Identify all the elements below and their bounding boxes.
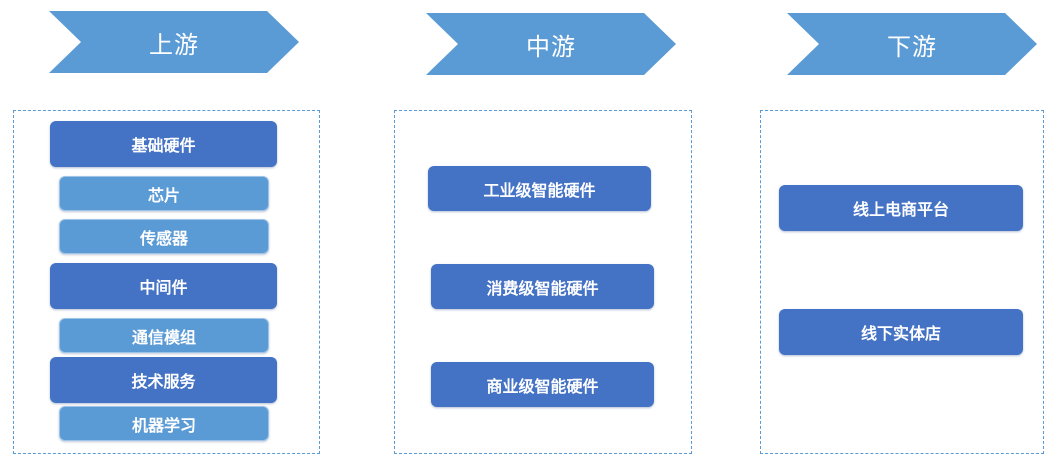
stage-upstream: 上游 xyxy=(49,11,299,73)
upstream-item-machine-learning: 机器学习 xyxy=(59,406,269,441)
downstream-item-online: 线上电商平台 xyxy=(779,185,1023,231)
downstream-item-offline: 线下实体店 xyxy=(779,309,1023,355)
upstream-item-comm-module: 通信模组 xyxy=(59,318,269,353)
chevron-shape-downstream xyxy=(787,13,1037,75)
chevron-shape-midstream xyxy=(426,13,676,75)
stage-label-midstream: 中游 xyxy=(526,32,576,61)
upstream-panel xyxy=(13,110,320,454)
upstream-item-basic-hardware: 基础硬件 xyxy=(50,121,277,167)
chevron-shape-upstream xyxy=(49,11,299,73)
midstream-item-commercial: 商业级智能硬件 xyxy=(431,362,654,407)
upstream-item-middleware: 中间件 xyxy=(50,263,277,309)
midstream-item-industrial: 工业级智能硬件 xyxy=(428,166,651,211)
midstream-item-consumer: 消费级智能硬件 xyxy=(431,264,654,309)
downstream-panel xyxy=(760,110,1044,454)
stage-label-upstream: 上游 xyxy=(149,30,199,59)
midstream-panel xyxy=(394,110,692,454)
upstream-item-tech-service: 技术服务 xyxy=(50,357,277,403)
upstream-item-sensor: 传感器 xyxy=(59,219,269,254)
stage-downstream: 下游 xyxy=(787,13,1037,75)
stage-label-downstream: 下游 xyxy=(887,32,937,61)
stage-midstream: 中游 xyxy=(426,13,676,75)
upstream-item-chip: 芯片 xyxy=(59,176,269,211)
